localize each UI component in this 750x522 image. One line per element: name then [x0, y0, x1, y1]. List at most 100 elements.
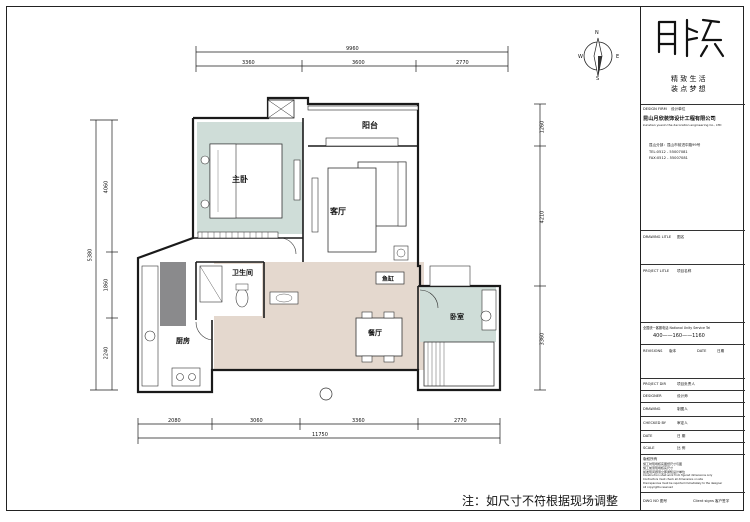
copyright-line-3: 如发现问题须立即通知设计单位 [643, 470, 686, 474]
coffee-table [327, 167, 377, 253]
company-address: 昆山分部：昆山市前进中路99号 [649, 143, 701, 147]
vanity [269, 291, 299, 305]
copyright-line-5: Contractors must check all dimensions on… [643, 478, 703, 481]
service-tel-number: 400——160——1160 [653, 333, 705, 339]
dim-top-3: 2770 [456, 60, 469, 66]
compass-west: W [578, 54, 583, 60]
dim-top-1: 3360 [242, 60, 255, 66]
row-designer: DESIGNER 设计师 [641, 390, 745, 402]
company-logo [657, 18, 725, 58]
company-tel: TEL:0512 - 55007081 [649, 150, 688, 154]
drawing-cn: 制图人 [677, 407, 688, 411]
row-project-title: PROJECT LITLE 项目名称 [641, 264, 745, 322]
service-tel-label: 全国统一客服电话 National Unity Service Tel [643, 326, 711, 330]
revisions-date-cn: 日期 [717, 349, 725, 353]
row-checked: CHECKED BY 审定人 [641, 416, 745, 430]
toilet [235, 288, 249, 308]
copyright-line-2: 施工前须现场核实尺寸 [643, 466, 674, 470]
room-master-bedroom: 主卧 [232, 175, 248, 184]
project-dir-cn: 项目负责人 [677, 382, 695, 386]
row-service-tel: 全国统一客服电话 National Unity Service Tel 400—… [641, 322, 745, 342]
row-drawing: DRAWING 制图人 [641, 402, 745, 416]
stove [171, 367, 201, 387]
row-design-firm: DESIGN FIRM 设计单位 昆山月欣装饰设计工程有限公司 kunshan … [641, 104, 745, 162]
dim-bottom-3: 3360 [352, 418, 365, 424]
room-fish-tank: 鱼缸 [382, 276, 395, 283]
bay-window [429, 265, 471, 287]
dim-left-1: 4060 [103, 180, 110, 194]
bedroom-bed [423, 341, 495, 387]
room-kitchen: 厨房 [176, 337, 190, 345]
master-tv-cabinet [293, 159, 301, 201]
dim-right-3: 3360 [539, 332, 546, 346]
entrance-marker [319, 387, 333, 401]
company-fax: FAX:0512 - 55007081 [649, 156, 688, 160]
scale-cn: 比 例 [677, 446, 686, 450]
company-name-en: kunshan yuexin the decoration engineerin… [643, 123, 722, 127]
footer-note: 注：如尺寸不符根据现场调整 [462, 494, 619, 508]
designer-cn: 设计师 [677, 394, 688, 398]
date-cn: 日 期 [677, 434, 686, 438]
compass-south: S [596, 76, 600, 82]
kitchen-counter [160, 262, 186, 326]
dim-left-3: 2240 [103, 346, 110, 360]
row-drawing-title: DRAWING LITLE 图名 [641, 230, 745, 264]
revisions-label: REVISIONS [643, 349, 663, 353]
drawing-frame [6, 6, 744, 511]
balcony-rail [307, 105, 419, 111]
project-dir-label: PROJECT DIR [643, 382, 666, 386]
scale-label: SCALE [643, 446, 655, 450]
copyright-line-7: All copyrights reserved [643, 486, 673, 489]
copyright-line-1: 施工时现场核实图纸尺寸与图 [643, 462, 683, 466]
kitchen-cabinet-left [141, 265, 159, 387]
dwg-no-label: DWG NO 图号 [643, 499, 668, 503]
dining-table [355, 317, 403, 357]
compass-north: N [595, 30, 599, 36]
company-name: 昆山月欣装饰设计工程有限公司 [643, 116, 716, 122]
dim-left-total: 5380 [87, 248, 94, 262]
slogan-line-2: 装 点 梦 想 [671, 85, 706, 93]
row-dwg-no: DWG NO 图号 Client signs 客户签字 [641, 492, 745, 511]
drawing-title-label: DRAWING LITLE [643, 235, 672, 239]
revisions-date-label: DATE [697, 349, 707, 353]
compass-east: E [616, 54, 620, 60]
title-block: 精 致 生 活 装 点 梦 想 DESIGN FIRM 设计单位 昆山月欣装饰设… [640, 6, 745, 511]
dim-bottom-1: 2080 [168, 418, 181, 424]
dim-top-total: 9960 [346, 46, 359, 52]
copyright-title: 版权所有 [643, 457, 658, 461]
slogan-line-1: 精 致 生 活 [671, 75, 706, 83]
dim-bottom-2: 3060 [250, 418, 263, 424]
revisions-cn: 版本 [669, 349, 677, 353]
dim-left-2: 1860 [103, 278, 110, 292]
copyright-line-6: Discrepancies must be reported immediate… [643, 482, 723, 485]
drawing-label: DRAWING [643, 407, 661, 411]
row-scale: SCALE 比 例 [641, 442, 745, 454]
drawing-title-value: 图名 [677, 235, 685, 239]
checked-cn: 审定人 [677, 421, 688, 425]
row-project-dir: PROJECT DIR 项目负责人 [641, 378, 745, 390]
room-bathroom: 卫生间 [232, 269, 253, 277]
floor-plan [90, 37, 613, 444]
tv-cabinet [311, 177, 319, 233]
row-revisions: REVISIONS 版本 DATE 日期 [641, 344, 745, 378]
master-door [279, 237, 297, 255]
date-label: DATE [643, 434, 653, 438]
copyright-line-4: Construction shall work from figured dim… [643, 474, 713, 477]
room-living: 客厅 [330, 207, 346, 216]
room-bedroom: 卧室 [450, 313, 464, 321]
balcony-storage [325, 137, 399, 147]
fish-tank [375, 271, 405, 285]
checked-label: CHECKED BY [643, 421, 666, 425]
room-balcony: 阳台 [362, 121, 378, 130]
row-copyright: 版权所有 施工时现场核实图纸尺寸与图 施工前须现场核实尺寸 如发现问题须立即通知… [641, 454, 745, 492]
dim-bottom-total: 11750 [312, 432, 328, 438]
bedroom-desk [481, 289, 497, 331]
dim-right-2: 4210 [539, 210, 546, 224]
dim-right-1: 1260 [539, 120, 546, 134]
kitchen-door [195, 321, 213, 341]
dim-top-2: 3600 [352, 60, 365, 66]
design-firm-label: DESIGN FIRM [643, 107, 667, 111]
living-side-table [393, 245, 409, 261]
design-firm-cn: 设计单位 [671, 107, 686, 111]
project-title-label: PROJECT LITLE [643, 269, 670, 273]
